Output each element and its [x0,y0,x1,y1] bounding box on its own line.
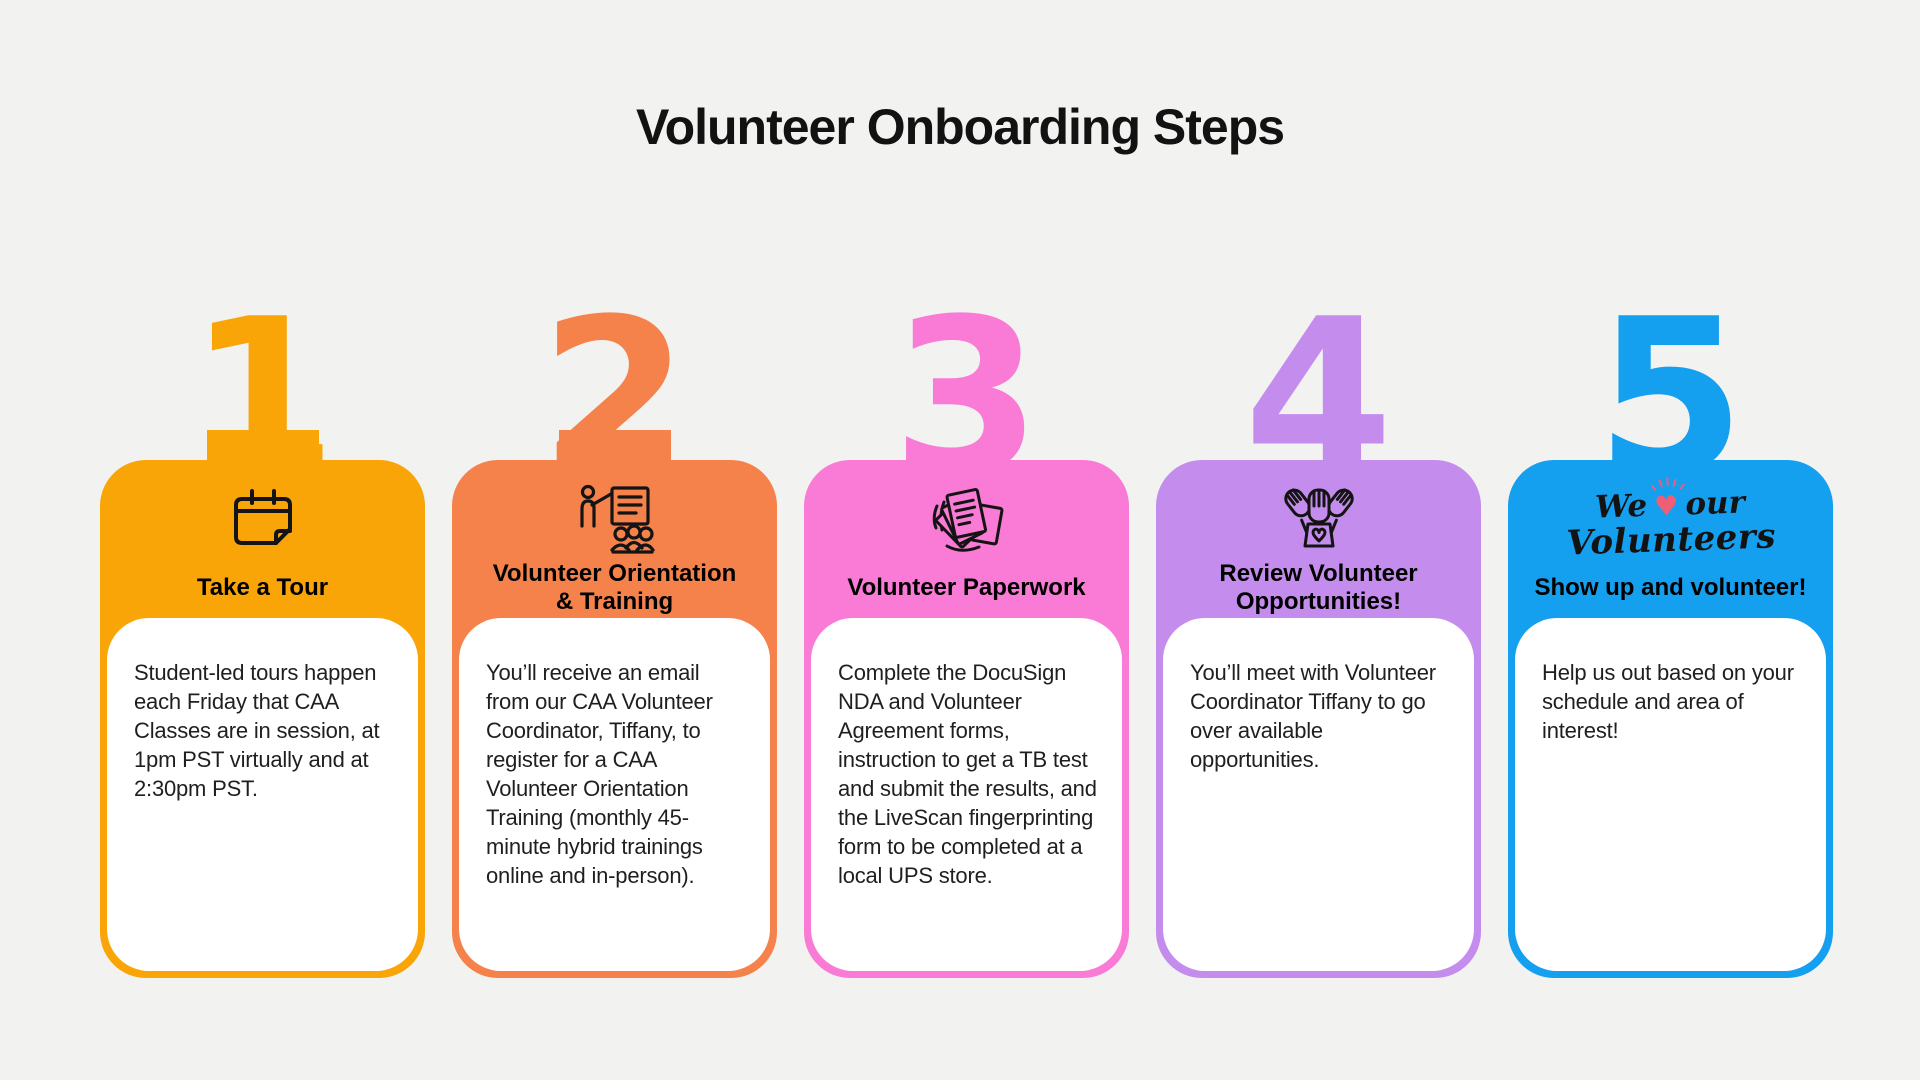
step-icon-box [452,480,777,560]
heart-rays-icon [1650,476,1685,491]
step-heading: Volunteer Orientation & Training [492,560,737,615]
step-card-body: You’ll meet with Volunteer Coordinator T… [1163,618,1474,971]
step-card-header: We♥our Volunteers Show up and volunteer! [1508,460,1833,618]
step-description: You’ll receive an email from our CAA Vol… [486,660,713,888]
step-card-header: Take a Tour [100,460,425,618]
step-card-3: 3 Volunteer Paperwork Complete the DocuS… [804,288,1129,978]
page-title: Volunteer Onboarding Steps [635,99,1285,155]
step-card-shell: Take a Tour Student-led tours happen eac… [100,460,425,978]
step-icon-box [1156,480,1481,560]
step-heading: Show up and volunteer! [1534,574,1807,601]
calendar-icon [233,489,292,545]
step-card-body: You’ll receive an email from our CAA Vol… [459,618,770,971]
step-description: You’ll meet with Volunteer Coordinator T… [1190,660,1436,772]
step-description: Complete the DocuSign NDA and Volunteer … [838,660,1097,888]
number-connector-shape [206,430,319,462]
step-number-area: 1 [100,288,425,505]
step-number-area: 2 [452,288,777,505]
step-card-header: Review Volunteer Opportunities! [1156,460,1481,618]
step-card-body: Help us out based on your schedule and a… [1515,618,1826,971]
heart-glyph: ♥ [1653,490,1679,523]
welove-word-volunteers: Volunteers [1565,515,1777,564]
step-card-1: 1 Take a Tour Student-led tours happen e… [100,288,425,978]
step-card-shell: Review Volunteer Opportunities! You’ll m… [1156,460,1481,978]
welove-word-we: We [1594,487,1648,526]
step-description: Student-led tours happen each Friday tha… [134,660,380,801]
step-card-shell: Volunteer Paperwork Complete the DocuSig… [804,460,1129,978]
step-icon-box: We♥our Volunteers [1508,476,1833,564]
step-icon-box [100,480,425,560]
we-love-our-volunteers-icon: We♥our Volunteers [1565,476,1777,564]
step-card-4: 4 Review Volunteer Opportunities! You’l [1156,288,1481,978]
raised-hands-heart-icon [1283,488,1354,548]
step-number-area: 3 [804,288,1129,505]
step-card-body: Complete the DocuSign NDA and Volunteer … [811,618,1122,971]
paperwork-stack-icon [932,488,1003,552]
step-card-header: Volunteer Paperwork [804,460,1129,618]
step-heading: Volunteer Paperwork [847,574,1086,601]
step-description: Help us out based on your schedule and a… [1542,660,1794,743]
steps-row: 1 Take a Tour Student-led tours happen e… [100,288,1833,978]
step-heading: Take a Tour [196,574,329,601]
step-card-header: Volunteer Orientation & Training [452,460,777,618]
number-connector-shape [558,430,671,462]
step-card-5: 5 We♥our Volunteers Show up and voluntee… [1508,288,1833,978]
welove-word-our: our [1684,483,1746,522]
step-card-2: 2 Volunteer Orientation & Training You’l… [452,288,777,978]
step-number-area: 4 [1156,288,1481,505]
step-number-area: 5 [1508,288,1833,505]
presentation-training-icon [579,484,655,554]
step-card-shell: We♥our Volunteers Show up and volunteer!… [1508,460,1833,978]
step-heading: Review Volunteer Opportunities! [1219,560,1418,615]
step-card-shell: Volunteer Orientation & Training You’ll … [452,460,777,978]
step-icon-box [804,480,1129,560]
step-card-body: Student-led tours happen each Friday tha… [107,618,418,971]
